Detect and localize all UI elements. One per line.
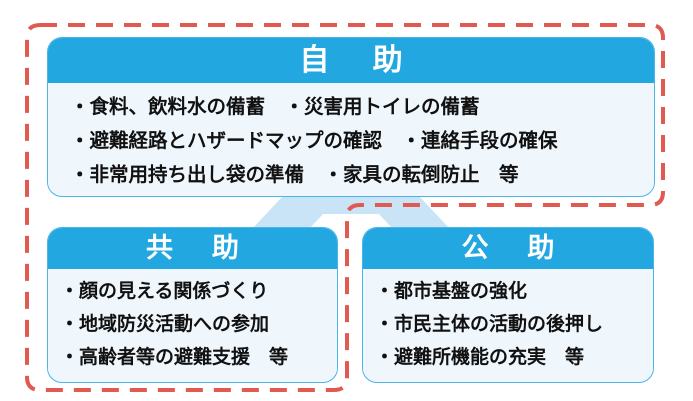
card-kyojo-line-1: ・顔の見える関係づくり: [60, 280, 269, 302]
chevron-center-band: [283, 196, 419, 214]
card-kojo-line-2: ・市民主体の活動の後押し: [375, 313, 604, 335]
card-kyojo-title: 共 助: [48, 228, 337, 269]
card-kojo-title: 公 助: [363, 228, 653, 269]
card-jijo-line-2: ・避難経路とハザードマップの確認 ・連絡手段の確保: [70, 129, 558, 152]
card-jijo-title: 自 助: [48, 38, 654, 83]
card-kojo: 公 助 ・都市基盤の強化 ・市民主体の活動の後押し ・避難所機能の充実 等: [362, 227, 654, 383]
card-jijo-body: ・食料、飲料水の備蓄 ・災害用トイレの備蓄 ・避難経路とハザードマップの確認 ・…: [48, 83, 654, 192]
card-kojo-body: ・都市基盤の強化 ・市民主体の活動の後押し ・避難所機能の充実 等: [363, 269, 653, 374]
card-kyojo-body: ・顔の見える関係づくり ・地域防災活動への参加 ・高齢者等の避難支援 等: [48, 269, 337, 374]
card-kyojo-line-2: ・地域防災活動への参加: [60, 313, 270, 335]
card-jijo-line-3: ・非常用持ち出し袋の準備 ・家具の転倒防止 等: [70, 163, 519, 186]
card-kojo-line-1: ・都市基盤の強化: [375, 280, 528, 302]
card-jijo: 自 助 ・食料、飲料水の備蓄 ・災害用トイレの備蓄 ・避難経路とハザードマップの…: [47, 37, 655, 197]
card-kojo-line-3: ・避難所機能の充実 等: [375, 346, 585, 368]
card-kyojo: 共 助 ・顔の見える関係づくり ・地域防災活動への参加 ・高齢者等の避難支援 等: [47, 227, 338, 383]
card-kyojo-line-3: ・高齢者等の避難支援 等: [60, 346, 289, 368]
card-jijo-line-1: ・食料、飲料水の備蓄 ・災害用トイレの備蓄: [70, 95, 480, 118]
